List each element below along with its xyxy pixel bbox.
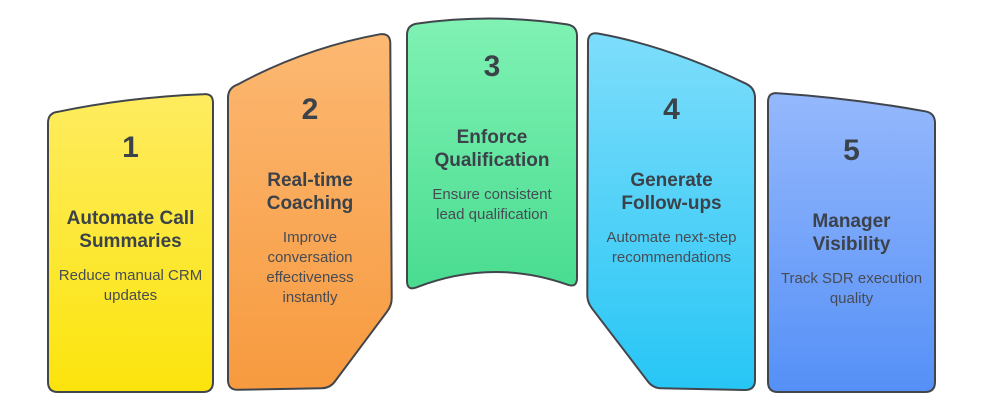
panel-3-description: Ensure consistent lead qualification: [432, 186, 552, 223]
panel-1-content: 1 Automate Call Summaries Reduce manual …: [48, 131, 213, 306]
panel-2-shape: [227, 33, 393, 391]
panel-5-number: 5: [843, 134, 860, 167]
panel-5-content: 5 Manager Visibility Track SDR execution…: [768, 134, 935, 309]
panel-2-number: 2: [301, 93, 319, 126]
panel-3-title: Enforce Qualification: [434, 127, 550, 171]
panel-3-shape: [406, 17, 578, 290]
panel-2-content: 2 Real-time Coaching Improve conversatio…: [230, 93, 390, 308]
panel-4-title: Generate Follow-ups: [621, 170, 722, 214]
panel-4-number: 4: [663, 93, 680, 126]
panel-1-number: 1: [122, 131, 139, 164]
panel-3-content: 3 Enforce Qualification Ensure consisten…: [407, 50, 577, 225]
panel-4-content: 4 Generate Follow-ups Automate next-step…: [590, 93, 753, 268]
panel-5-title: Manager Visibility: [812, 211, 891, 255]
panel-2-description: Improve conversation effectiveness insta…: [266, 229, 354, 306]
panel-4-description: Automate next-step recommendations: [606, 229, 737, 266]
panel-4-shape: [586, 32, 756, 391]
panel-1-description: Reduce manual CRM updates: [58, 267, 203, 304]
panel-5-shape: [767, 92, 936, 393]
panel-1-shape: [47, 93, 214, 393]
panel-3-number: 3: [483, 50, 501, 83]
panel-5-description: Track SDR execution quality: [780, 270, 923, 307]
panel-2-title: Real-time Coaching: [266, 170, 354, 214]
panel-1-title: Automate Call Summaries: [66, 208, 195, 252]
